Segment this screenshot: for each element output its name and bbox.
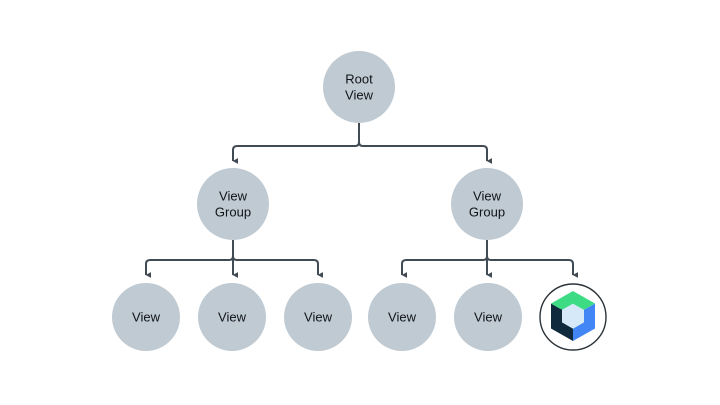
node-viewgroup-left[interactable]: View Group	[197, 168, 269, 240]
jetpack-compose-logo-icon	[551, 291, 595, 341]
node-view-1[interactable]: View	[112, 283, 180, 351]
node-view-3[interactable]: View	[284, 283, 352, 351]
compose-center-hexagon	[562, 303, 584, 329]
node-viewgroup-right[interactable]: View Group	[451, 168, 523, 240]
edge-viewgroup-right-to-compose-node	[486, 240, 579, 278]
node-view-1-circle[interactable]	[112, 283, 180, 351]
node-layer: Root View View Group View Group View	[112, 51, 607, 351]
edge-root-to-viewgroup-right	[358, 123, 493, 164]
node-root-view[interactable]: Root View	[323, 51, 395, 123]
node-view-2[interactable]: View	[198, 283, 266, 351]
node-viewgroup-left-circle[interactable]	[197, 168, 269, 240]
connector-layer	[145, 123, 579, 278]
node-view-4[interactable]: View	[368, 283, 436, 351]
node-viewgroup-right-circle[interactable]	[451, 168, 523, 240]
node-root-view-circle[interactable]	[323, 51, 395, 123]
node-view-5-circle[interactable]	[454, 283, 522, 351]
node-view-2-circle[interactable]	[198, 283, 266, 351]
node-compose[interactable]	[539, 283, 607, 351]
node-view-3-circle[interactable]	[284, 283, 352, 351]
node-view-5[interactable]: View	[454, 283, 522, 351]
edge-viewgroup-right-to-view-4	[401, 240, 488, 278]
node-view-4-circle[interactable]	[368, 283, 436, 351]
edge-viewgroup-left-to-view-3	[232, 240, 324, 278]
edge-root-to-viewgroup-left	[232, 123, 360, 164]
edge-viewgroup-left-to-view-1	[145, 240, 234, 278]
